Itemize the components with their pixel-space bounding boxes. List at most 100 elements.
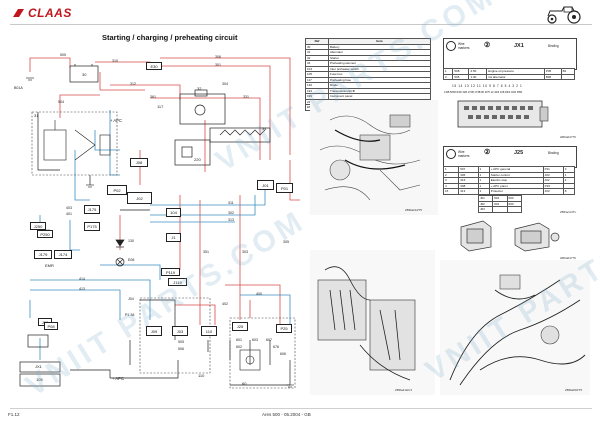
- wire-label: 311: [228, 201, 234, 205]
- diagram-title: Starting / charging / preheating circuit: [102, 33, 238, 42]
- caption-photo1: ZBRa044/T5: [405, 208, 423, 212]
- caption-small2: HB0a04775: [560, 256, 576, 260]
- p250-box: P250: [37, 230, 53, 238]
- j25-title: J25: [514, 150, 524, 156]
- wire-label: 303: [242, 250, 248, 254]
- wire-label: 306: [215, 55, 221, 59]
- wire-label: 601: [236, 338, 242, 342]
- j25-box: J25: [232, 322, 248, 331]
- j25-wire-markers-label: Wire markers: [458, 150, 470, 158]
- j04-label: J04: [128, 297, 134, 301]
- alternator-label: 31: [34, 113, 39, 118]
- caption-small1: HB0a04775: [560, 135, 576, 139]
- alternator-outline: [31, 111, 118, 176]
- p01-box: P01: [276, 183, 293, 193]
- table-row: J03: [477, 206, 523, 213]
- wire-label: 312: [130, 82, 136, 86]
- claas-logo-mark: [13, 9, 24, 17]
- j179-box: J179: [34, 250, 52, 259]
- p138-label: P1 38: [125, 313, 135, 317]
- j175-box: J175: [84, 205, 100, 214]
- fuse-117-label: 117: [157, 104, 164, 109]
- caption-photo2: ZBPacci4TL: [560, 210, 577, 214]
- wire-label: 506: [178, 347, 184, 351]
- j01-box: J01: [257, 180, 274, 190]
- j02-box: J02: [127, 192, 152, 204]
- lamp-e08-label: E08: [128, 258, 135, 262]
- wire-label: 361: [150, 95, 156, 99]
- emr-label: EMR: [45, 263, 54, 268]
- wire-label: 313: [228, 218, 234, 222]
- j08-box: J08: [130, 158, 148, 167]
- fusebox-105-label: 105: [36, 377, 43, 382]
- footer-rule: [10, 408, 592, 409]
- wire-label: 310: [112, 59, 118, 63]
- header-rule: [10, 24, 592, 25]
- j1-box: J1: [166, 233, 181, 242]
- jx1-title: JX1: [514, 43, 524, 49]
- c104-box: 104: [166, 208, 181, 217]
- connector-symbol-icon: [446, 41, 456, 51]
- wire-label: 606: [280, 352, 286, 356]
- j174-box: J174: [54, 250, 72, 259]
- wire-label: 603: [252, 338, 258, 342]
- wire-label: 351: [203, 250, 209, 254]
- engine-wiring-photo: [310, 100, 438, 215]
- j25-outline: [229, 317, 296, 389]
- tractor-icon: [547, 6, 581, 24]
- j25-binding-label: Binding: [548, 151, 559, 155]
- wire-label: 413: [79, 287, 85, 291]
- wire-label: 504: [58, 100, 64, 104]
- wire-label: 414: [79, 277, 85, 281]
- caption-photo4: ZBRa060rT5: [565, 388, 583, 392]
- wire-label: 676: [273, 345, 279, 349]
- wire-label: 301: [215, 63, 221, 67]
- wire-label: 402: [222, 302, 228, 306]
- wire-label: 304: [222, 82, 228, 86]
- c110-bottom-label: 110: [198, 373, 205, 378]
- relay-220-label: 220: [194, 157, 201, 162]
- jx1-wire-markers-label: Wire markers: [458, 42, 470, 50]
- jx1-label: JX1: [35, 364, 42, 369]
- coil-60-label: 60: [242, 381, 247, 386]
- relay-outline: [139, 297, 211, 374]
- jx1-connector-drawing: [457, 100, 549, 128]
- p02-box: P02: [107, 185, 127, 195]
- wire-label: 505: [60, 53, 66, 57]
- wire-label: 607: [266, 338, 272, 342]
- p25-box: P25: [276, 324, 292, 333]
- p08-box: P08: [44, 322, 58, 330]
- starter-label: 32: [197, 86, 202, 91]
- wire-label: 403: [66, 206, 72, 210]
- e30-box: E30: [146, 62, 162, 70]
- jx1-binding-label: Binding: [548, 44, 559, 48]
- j25-connector-header: Wire markers ② J25 Binding: [443, 146, 577, 168]
- j03-box: J03: [172, 326, 188, 336]
- apc-label-1: + APC: [112, 376, 124, 381]
- wire-label: 305: [283, 240, 289, 244]
- connector-symbol-icon: [446, 149, 456, 159]
- cab-harness-photo: [310, 250, 435, 395]
- wire-label: 302: [228, 211, 234, 215]
- j09-box: J09: [146, 326, 162, 336]
- wire-label: 505: [178, 340, 184, 344]
- jx1-connector-header: Wire markers ② JX1 Binding: [443, 38, 577, 70]
- jx1-pin-numbers: 15 14 13 12 11 10 9 8 7 6 5 4 3 2 1: [452, 84, 523, 88]
- j25-connector-drawing: [460, 220, 560, 252]
- diode-130-label: 130: [128, 239, 134, 243]
- j250-box: J250: [30, 222, 46, 230]
- battery-label: 30: [82, 72, 87, 77]
- wire-label: 602: [236, 345, 242, 349]
